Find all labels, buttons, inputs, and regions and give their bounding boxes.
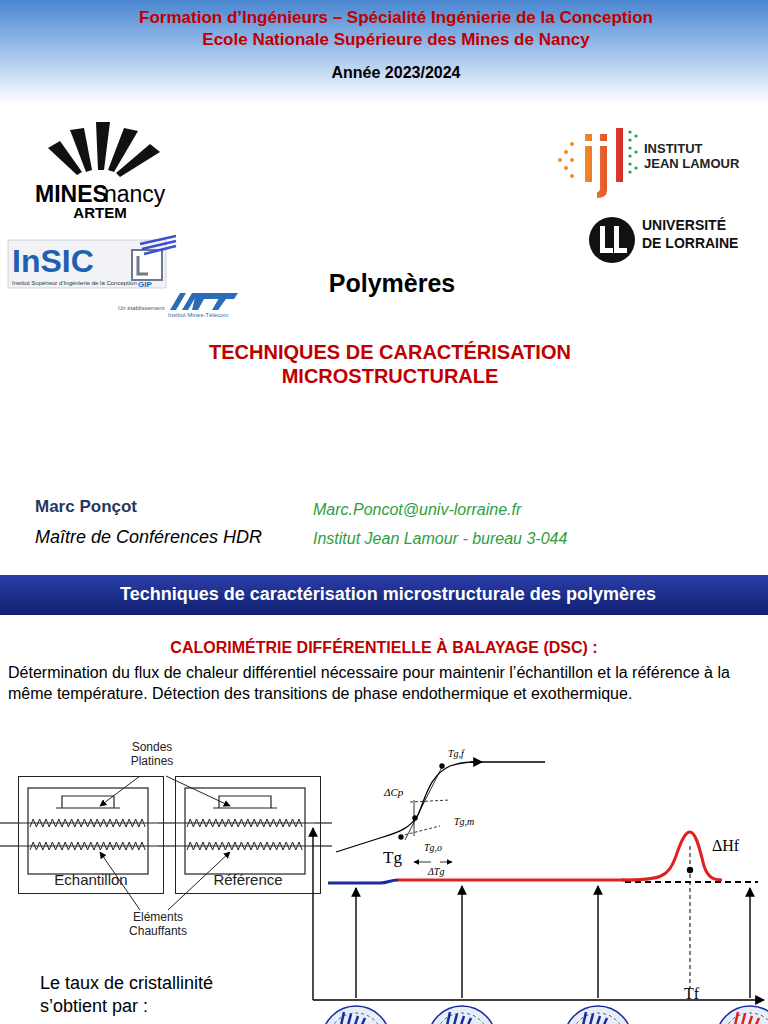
node-text: Année 2023/2024 — [0, 64, 768, 82]
coil — [30, 842, 145, 850]
chain-segment — [347, 1014, 351, 1024]
text-label: TECHNIQUES DE CARACTÉRISATION MICROSTRUC… — [170, 340, 610, 388]
chain-segment — [467, 1018, 471, 1024]
text-label: Institut Jean Lamour - bureau 3-044 — [313, 529, 567, 548]
text-label: Eléments Chauffants — [118, 910, 198, 939]
morphology-ring — [435, 1013, 489, 1024]
text-label: INSTITUT — [644, 141, 703, 157]
text-label: InSIC — [12, 242, 94, 280]
text-label: Tf — [684, 984, 699, 1003]
chain-segment — [582, 1012, 586, 1024]
node-text: Ecole Nationale Supérieure des Mines de … — [0, 30, 768, 50]
reference-cell: Référence — [175, 776, 321, 894]
mines-logo — [48, 122, 160, 177]
morphology-circle — [428, 1006, 496, 1024]
text-label: CALORIMÉTRIE DIFFÉRENTIELLE À BALAYAGE (… — [0, 638, 768, 657]
ul-logo — [589, 217, 635, 263]
coil — [187, 819, 302, 827]
text-label: Tg,f — [448, 748, 464, 760]
chain-segment — [596, 1016, 600, 1024]
slide-title: Polymères — [192, 268, 592, 298]
text-label: Tg,o — [424, 842, 442, 854]
text-label: Institut Mines-Télécom — [168, 312, 228, 319]
dsc-cell-drawing — [0, 788, 332, 874]
text-label: Marc.Poncot@univ-lorraine.fr — [313, 500, 521, 519]
heating-coils — [30, 819, 302, 850]
text-label: DE LORRAINE — [642, 235, 738, 252]
section-band: Techniques de caractérisation microstruc… — [0, 575, 768, 615]
chain-segment — [354, 1016, 358, 1024]
text-label: Institut Supérieur d’Ingénierie de la Co… — [12, 280, 137, 287]
chain-segment — [603, 1018, 607, 1024]
morphology-ring — [723, 1013, 768, 1024]
chain-segment — [340, 1012, 344, 1024]
node-text: Formation d’Ingénieurs – Spécialité Ingé… — [0, 8, 768, 28]
text-label: Maître de Conférences HDR — [35, 527, 262, 549]
slide-gap — [0, 567, 768, 575]
text-label: Tg,m — [454, 816, 474, 828]
ijl-logo — [558, 128, 638, 198]
morphology-ring — [571, 1013, 625, 1024]
text-label: Sondes Platines — [118, 740, 186, 769]
text-label: Détermination du flux de chaleur différe… — [8, 663, 760, 705]
coil — [30, 819, 145, 827]
chain-segment — [361, 1018, 365, 1024]
sample-cell: Echantillon — [18, 776, 164, 894]
morphology-circle — [716, 1006, 768, 1024]
morphology-circle — [564, 1006, 632, 1024]
chain-segment — [589, 1014, 593, 1024]
chain-segment — [446, 1012, 450, 1024]
text-label: GIP — [138, 280, 152, 290]
node-text: Echantillon — [19, 871, 163, 888]
text-label: JEAN LAMOUR — [644, 156, 739, 172]
text-label: Un établissement — [118, 305, 164, 312]
chain-segment — [453, 1014, 457, 1024]
coil — [187, 842, 302, 850]
chain-segment — [755, 1018, 759, 1024]
text-label: ΔCp — [384, 786, 403, 799]
text-label: ΔHf — [712, 836, 739, 855]
thermogram — [313, 762, 764, 1000]
text-label: Tg — [383, 848, 402, 868]
chain-segment — [734, 1012, 738, 1024]
morphology-circle — [322, 1006, 390, 1024]
leader-lines — [100, 776, 230, 910]
node-text: Techniques de caractérisation microstruc… — [0, 584, 768, 605]
chain-segment — [460, 1016, 464, 1024]
text-label: Le taux de cristallinité s’obtient par : — [40, 972, 255, 1019]
text-label: UNIVERSITÉ — [642, 217, 726, 234]
imt-logo — [170, 293, 238, 310]
morphology-ring — [329, 1013, 383, 1024]
text-label: Marc Ponçot — [35, 497, 137, 517]
text-label: ARTEM — [70, 204, 130, 222]
text-label: ΔTg — [428, 866, 444, 878]
node-text: Référence — [176, 871, 320, 888]
chain-segment — [748, 1016, 752, 1024]
chain-segment — [741, 1014, 745, 1024]
morphology-circles — [322, 1006, 768, 1024]
header-band: Formation d’Ingénieurs – Spécialité Ingé… — [0, 0, 768, 104]
